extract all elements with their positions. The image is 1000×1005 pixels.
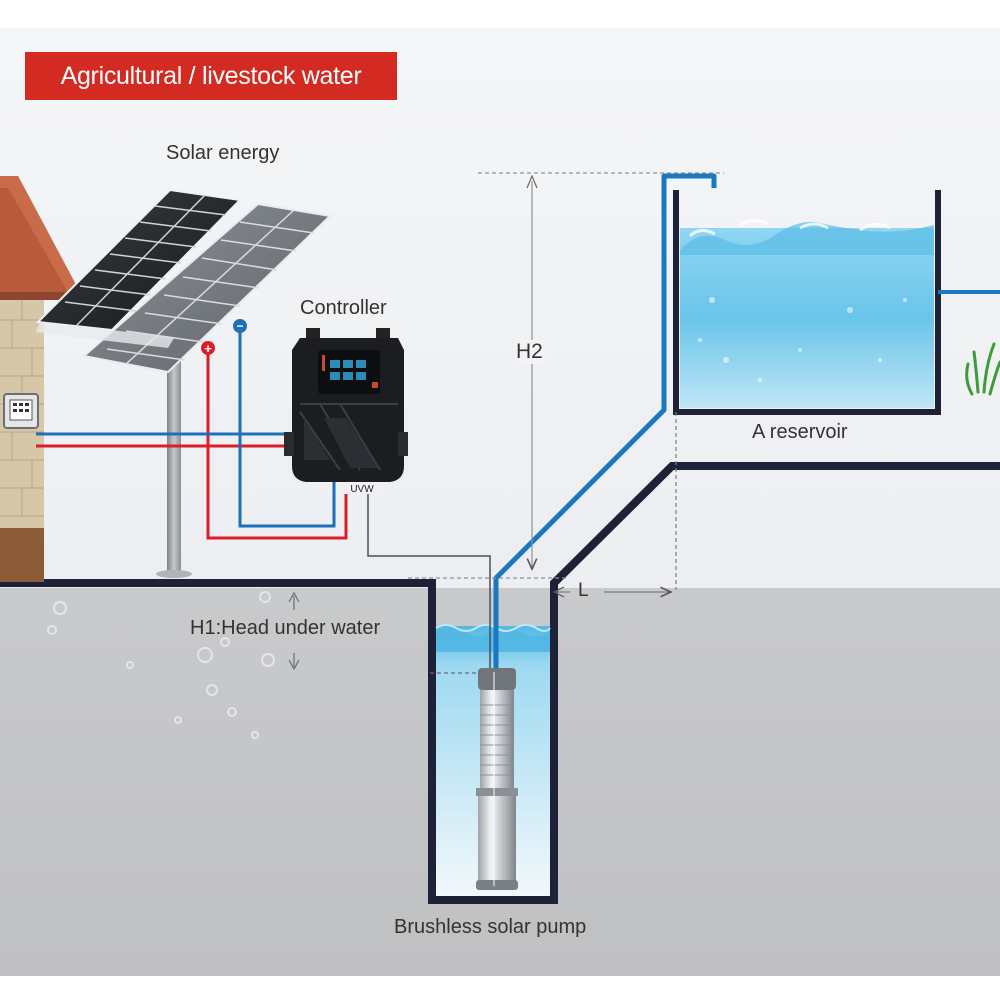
switch-box-icon (3, 393, 39, 429)
h2-dimension (408, 172, 724, 579)
grass-icon (965, 342, 1000, 396)
plus-terminal-icon: + (201, 341, 215, 356)
h1-label: H1:Head under water (190, 617, 381, 639)
solar-energy-label: Solar energy (166, 142, 280, 164)
h2-label: H2 (514, 340, 545, 364)
controller-icon: UVW (284, 328, 408, 495)
terminals-label: UVW (350, 484, 374, 495)
ground-bubbles (47, 591, 275, 739)
solar-panel-icon (35, 188, 333, 374)
pump-icon (476, 668, 518, 890)
negative-wire (36, 330, 336, 528)
minus-terminal-icon: − (233, 319, 247, 333)
delivery-pipe (493, 173, 717, 672)
l-label: L (578, 580, 589, 601)
positive-wire (36, 352, 348, 540)
l-dimension (552, 412, 677, 598)
house-icon (0, 176, 82, 582)
solar-pole (167, 338, 181, 574)
reservoir (673, 190, 941, 415)
ground-outline (0, 462, 1000, 904)
title-banner: Agricultural / livestock water (25, 52, 397, 100)
motor-cable (367, 494, 491, 668)
plus-sign: + (204, 341, 212, 356)
controller-label: Controller (300, 297, 387, 319)
reservoir-label: A reservoir (752, 421, 848, 443)
minus-sign: − (236, 319, 243, 333)
pump-label: Brushless solar pump (394, 916, 587, 938)
